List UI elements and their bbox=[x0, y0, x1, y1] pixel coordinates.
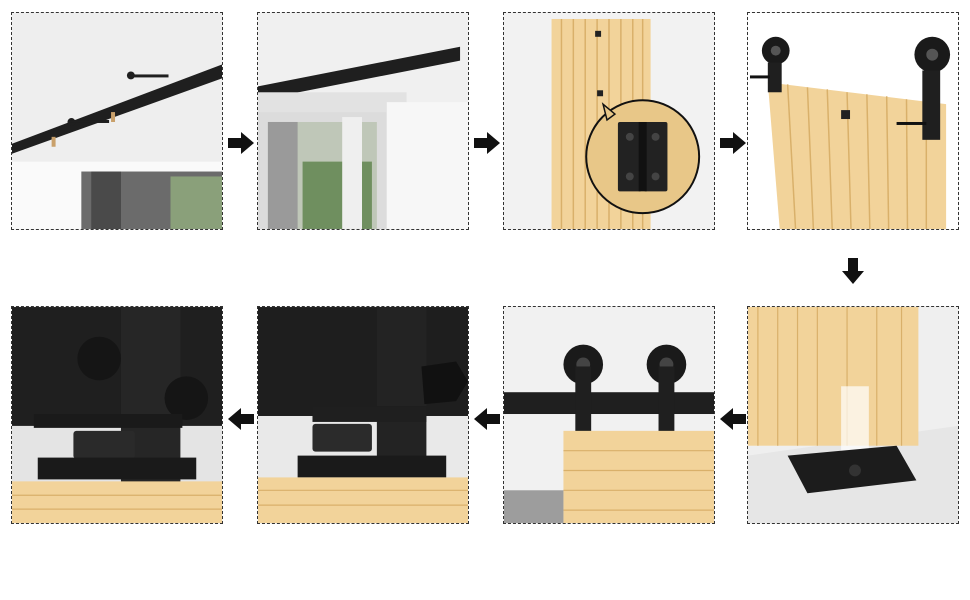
arrow-left-5 bbox=[720, 406, 746, 432]
arrow-down-4 bbox=[840, 258, 866, 284]
arrow-left-6 bbox=[474, 406, 500, 432]
step-6-panel bbox=[503, 306, 715, 524]
floor-guide-bracket-icon bbox=[258, 307, 468, 523]
door-hinge-detail-icon bbox=[504, 13, 714, 229]
floor-guide-bolt-closeup-icon bbox=[12, 307, 222, 523]
step-5-panel bbox=[747, 306, 959, 524]
step-7-panel bbox=[257, 306, 469, 524]
step-1-panel bbox=[11, 12, 223, 230]
step-3-panel bbox=[503, 12, 715, 230]
step-4-panel bbox=[747, 12, 959, 230]
arrow-right-2 bbox=[474, 130, 500, 156]
step-8-panel bbox=[11, 306, 223, 524]
hangers-on-door-icon bbox=[748, 13, 958, 229]
arrow-right-3 bbox=[720, 130, 746, 156]
arrow-left-7 bbox=[228, 406, 254, 432]
step-2-panel bbox=[257, 12, 469, 230]
track-mounted-on-wall-icon bbox=[12, 13, 222, 229]
door-rollers-on-track-icon bbox=[504, 307, 714, 523]
arrow-right-1 bbox=[228, 130, 254, 156]
track-above-doorway-icon bbox=[258, 13, 468, 229]
floor-guide-icon bbox=[748, 307, 958, 523]
